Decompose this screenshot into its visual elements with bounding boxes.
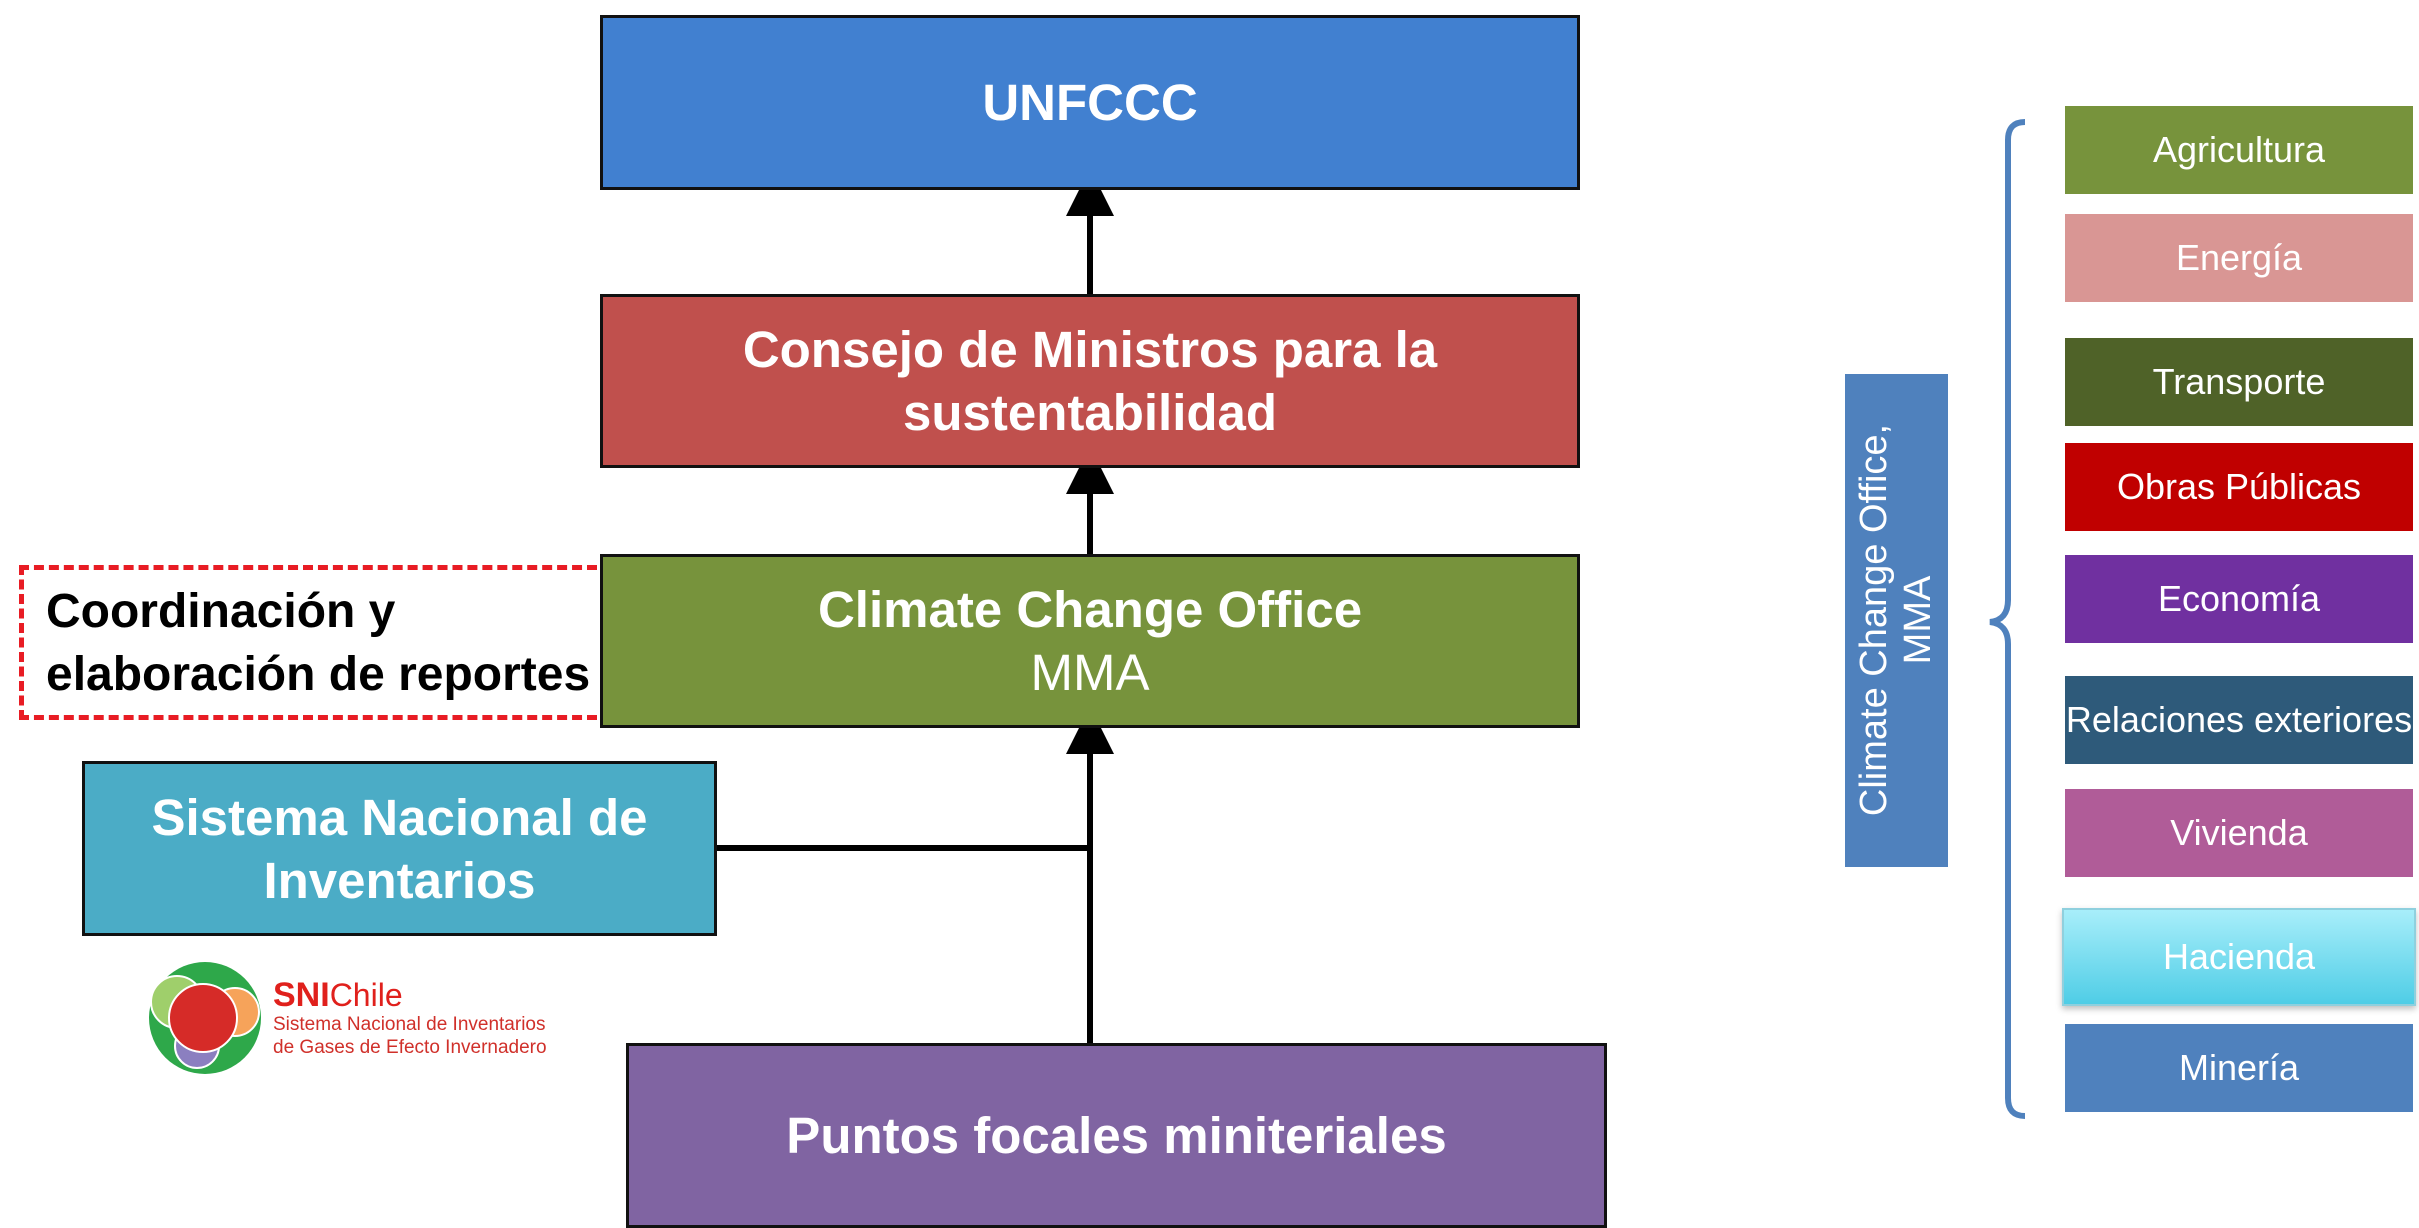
cco-line2: MMA [1030,644,1150,701]
bracket [1989,119,2026,1119]
vertical-label-line1: Climate Change Office, [1853,423,1895,817]
consejo-line2: sustentabilidad [902,384,1278,441]
sni-line1: Sistema Nacional de [151,788,648,846]
ministry-obras-publicas: Obras Públicas [2065,443,2413,531]
logo-tagline2: de Gases de Efecto Invernadero [273,1037,547,1058]
ministry-label: Agricultura [2152,129,2326,170]
unfccc-label: UNFCCC [982,74,1198,131]
ministry-agricultura: Agricultura [2065,106,2413,194]
sistema-nacional-box: Sistema Nacional de Inventarios [82,761,717,936]
snichile-logo-mark [149,962,261,1074]
puntos-label: Puntos focales miniteriales [786,1107,1447,1164]
unfccc-box: UNFCCC [600,15,1580,190]
snichile-logo: SNIChile Sistema Nacional de Inventarios… [135,958,547,1078]
ministry-label: Vivienda [2170,812,2308,853]
vertical-label-line2: MMA [1897,575,1939,665]
cco-line1: Climate Change Office [817,581,1363,638]
ministry-label: Economía [2157,578,2321,619]
puntos-focales-box: Puntos focales miniteriales [626,1043,1607,1228]
ministry-label: Hacienda [2162,936,2316,977]
ministry-vivienda: Vivienda [2065,789,2413,877]
logo-brand-bold: SNI [273,976,330,1014]
ministry-label: Transporte [2152,361,2326,402]
vertical-cco-label: Climate Change Office, MMA [1845,374,1948,867]
ministry-economia: Economía [2065,555,2413,643]
ministry-mineria: Minería [2065,1024,2413,1112]
logo-brand-rest: Chile [329,977,403,1013]
ministry-label: Minería [2178,1047,2300,1088]
coordinacion-line2: elaboración de reportes [46,647,591,701]
logo-tagline1: Sistema Nacional de Inventarios [273,1014,546,1035]
ministry-label: Relaciones exteriores [2065,699,2413,740]
sni-line2: Inventarios [263,851,536,909]
ministry-relaciones-exteriores: Relaciones exteriores [2065,676,2413,764]
consejo-line1: Consejo de Ministros para la [742,321,1438,378]
ministry-label: Energía [2175,237,2303,278]
consejo-box: Consejo de Ministros para la sustentabil… [600,294,1580,468]
ministry-transporte: Transporte [2065,338,2413,426]
ministry-energia: Energía [2065,214,2413,302]
climate-change-office-box: Climate Change Office MMA [600,554,1580,728]
ministry-hacienda: Hacienda [2062,908,2416,1006]
coordinacion-box: Coordinación y elaboración de reportes [19,565,597,720]
ministry-label: Obras Públicas [2116,466,2362,507]
coordinacion-line1: Coordinación y [46,584,396,638]
